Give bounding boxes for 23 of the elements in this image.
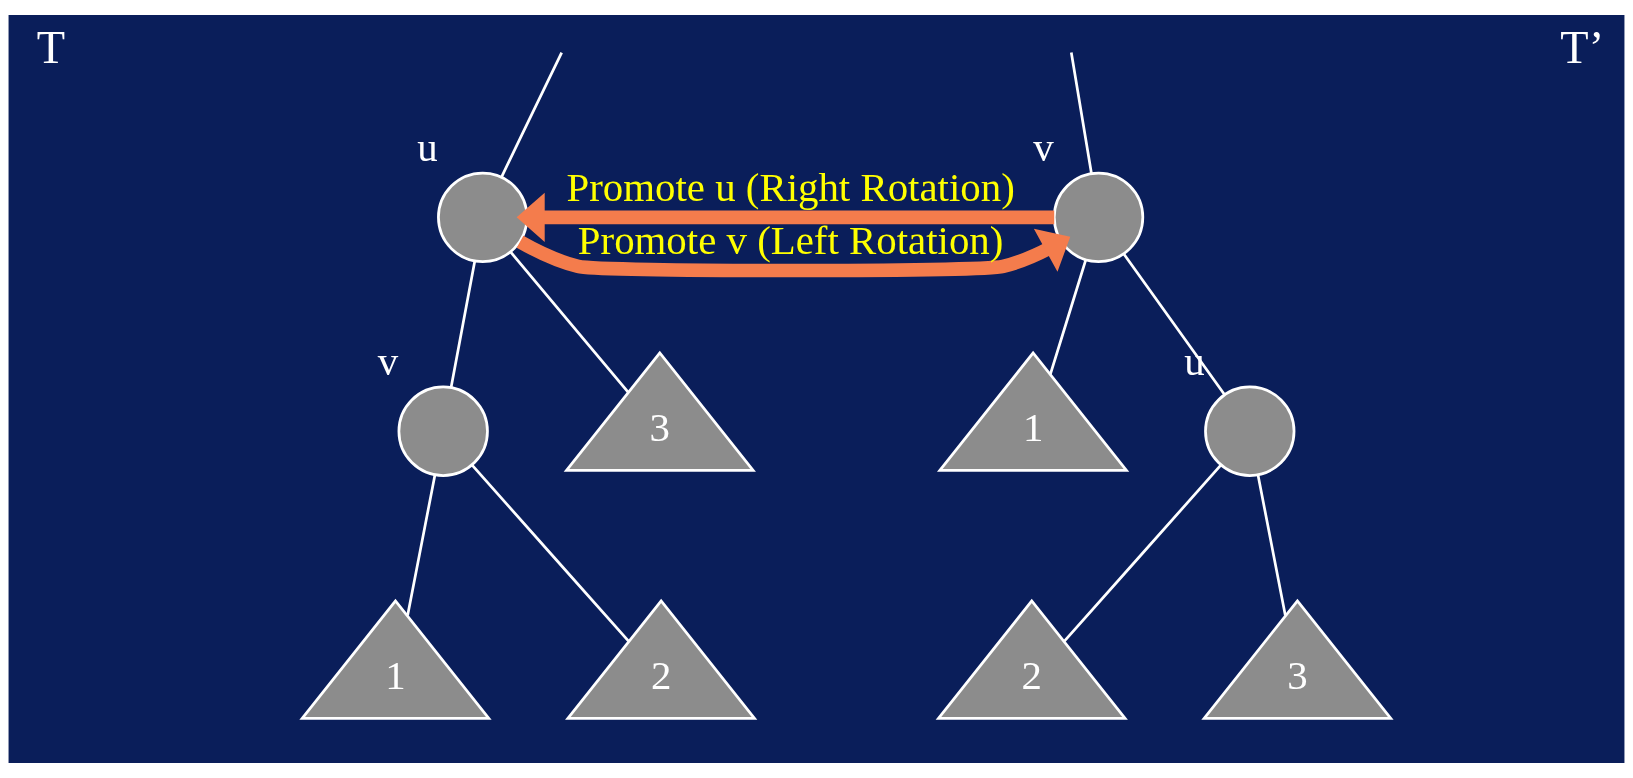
node-label: v	[1033, 124, 1054, 170]
connector	[406, 474, 437, 616]
connector	[449, 260, 477, 388]
connector	[509, 251, 630, 394]
node-label: u	[417, 124, 438, 170]
connector	[471, 464, 630, 643]
node-label: v	[377, 338, 399, 384]
edge-label: Promote u (Right Rotation)	[566, 164, 1015, 210]
label: T’	[1560, 21, 1605, 73]
node-circle	[1204, 385, 1296, 477]
edge-label: Promote v (Left Rotation)	[577, 218, 1004, 264]
connector	[1122, 253, 1226, 396]
connector	[1063, 464, 1222, 643]
node-circle	[1052, 171, 1145, 263]
connector	[500, 52, 563, 178]
arrow	[516, 228, 1071, 278]
node-circle	[437, 171, 529, 263]
connector	[1256, 474, 1287, 616]
arrow	[516, 192, 1055, 242]
node-circle	[397, 385, 489, 477]
connector	[1049, 259, 1088, 375]
label: T	[36, 21, 65, 73]
connector	[1069, 52, 1093, 174]
